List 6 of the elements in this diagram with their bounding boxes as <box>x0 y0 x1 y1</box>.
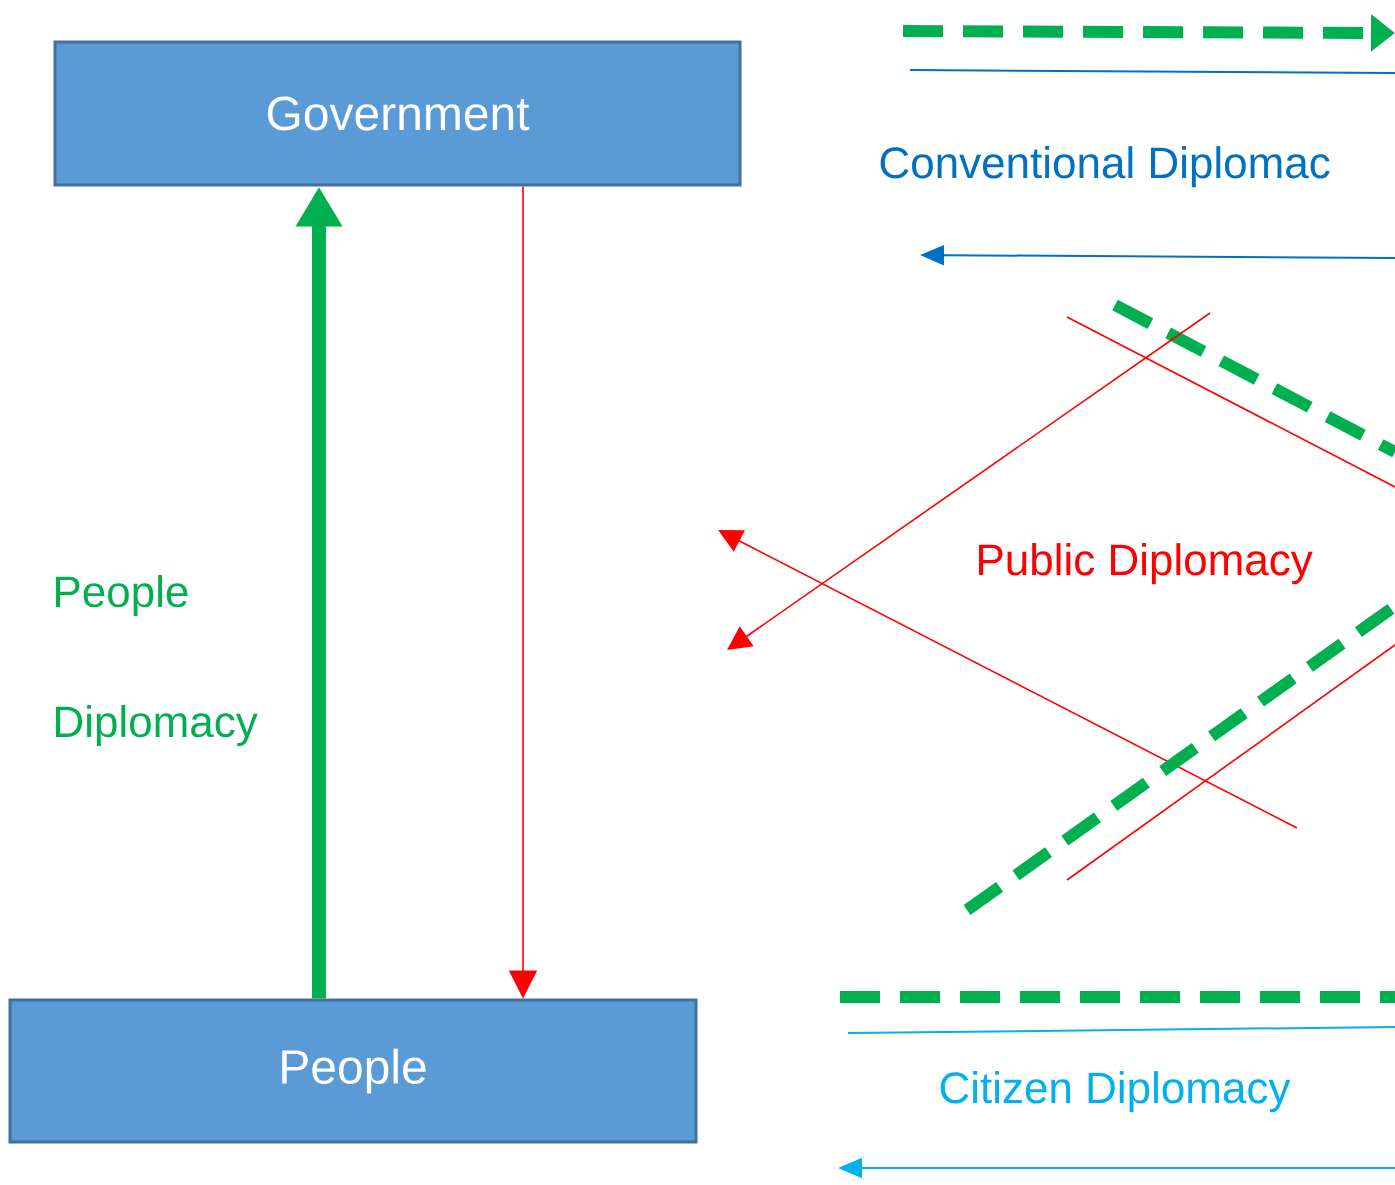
label: Conventional Diplomac <box>880 146 1330 188</box>
label: Public Diplomacy <box>979 543 1313 585</box>
label: Citizen Diplomacy <box>940 1071 1291 1113</box>
label: People Diplomacy <box>56 575 258 746</box>
box: People <box>8 998 698 1144</box>
box: Government <box>53 40 742 187</box>
